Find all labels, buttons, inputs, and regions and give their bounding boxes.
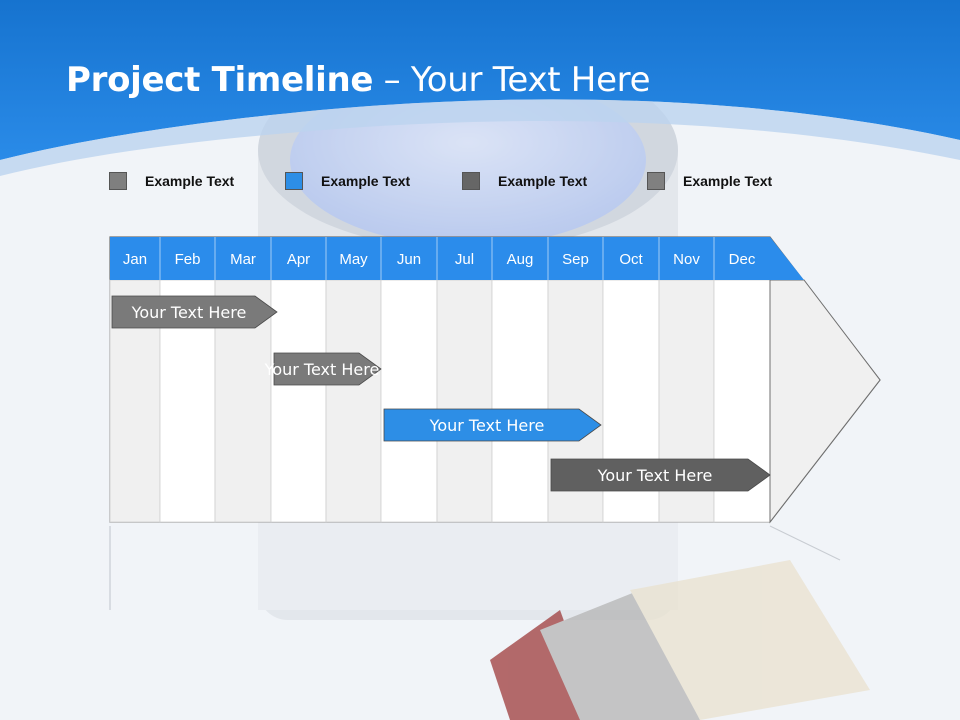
month-label: Dec [729,251,756,268]
month-column [270,279,327,523]
month-label: May [339,251,368,268]
month-label: Mar [230,251,256,268]
task-bar [273,352,382,386]
task-label: Your Text Here [131,303,247,322]
legend-label: Example Text [683,173,773,189]
legend-label: Example Text [498,173,588,189]
month-label: Apr [287,251,310,268]
title-bold: Project Timeline [66,60,374,100]
legend-item: Example Text [109,170,234,192]
month-header-band [110,237,804,280]
task-bar [550,458,771,492]
month-label: Nov [673,251,700,268]
month-column [380,279,438,523]
month-label: Aug [507,251,534,268]
legend-swatch [285,172,303,190]
task-label: Your Text Here [597,466,713,485]
paint-brush-image [490,560,870,720]
page-title: Project Timeline – Your Text Here [66,60,651,100]
reflection-line [769,525,841,561]
month-column [491,279,549,523]
legend-item: Example Text [647,170,772,192]
month-label: Jul [455,251,474,268]
month-label: Sep [562,251,589,268]
task-bar [383,408,602,442]
month-label: Jan [123,251,147,268]
legend-swatch [109,172,127,190]
task-label: Your Text Here [429,416,545,435]
title-rest: – Your Text Here [373,60,651,100]
month-column [436,279,493,523]
month-label: Feb [175,251,201,268]
legend-item: Example Text [462,170,587,192]
timeline-arrow-head [769,279,881,524]
legend-item: Example Text [285,170,410,192]
task-label: Your Text Here [264,360,380,379]
month-label: Jun [397,251,421,268]
legend-swatch [462,172,480,190]
task-bar [111,295,278,329]
month-label: Oct [619,251,643,268]
legend-label: Example Text [321,173,411,189]
month-column [325,279,382,523]
legend-swatch [647,172,665,190]
legend-label: Example Text [145,173,235,189]
